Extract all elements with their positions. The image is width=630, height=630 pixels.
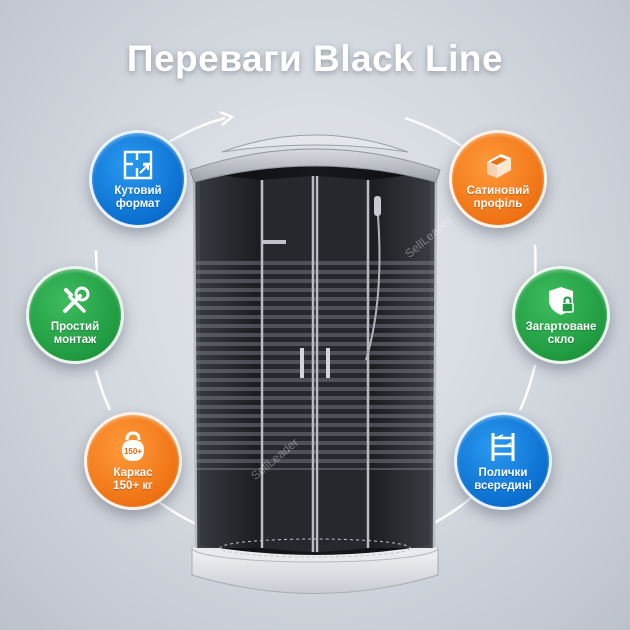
- tools-icon: [63, 286, 90, 313]
- profile-tube-icon: [487, 153, 511, 178]
- feature-label: Загартоване скло: [525, 320, 597, 346]
- feature-label: Сатиновий профіль: [466, 184, 530, 210]
- feature-shelves-inside: Полички всередині: [454, 412, 552, 510]
- page-title: Переваги Black Line: [126, 38, 504, 79]
- floor-plan-icon: [123, 150, 153, 179]
- shelf-rack-icon: [491, 432, 515, 461]
- feature-corner-format: Кутовий формат: [89, 130, 187, 228]
- feature-label: Полички всередині: [474, 466, 532, 492]
- feature-label: Кутовий формат: [114, 184, 162, 210]
- feature-easy-install: Простий монтаж: [26, 266, 124, 364]
- feature-tempered-glass: Загартоване скло: [512, 266, 610, 364]
- feature-label: Простий монтаж: [50, 320, 100, 346]
- kettlebell-icon: 150+: [122, 430, 144, 461]
- feature-frame-load: 150+ Каркас 150+ кг: [84, 412, 182, 510]
- shield-lock-icon: [549, 286, 574, 315]
- feature-satin-profile: Сатиновий профіль: [449, 130, 547, 228]
- kettlebell-weight-text: 150+: [124, 447, 142, 456]
- feature-label: Каркас 150+ кг: [113, 466, 153, 492]
